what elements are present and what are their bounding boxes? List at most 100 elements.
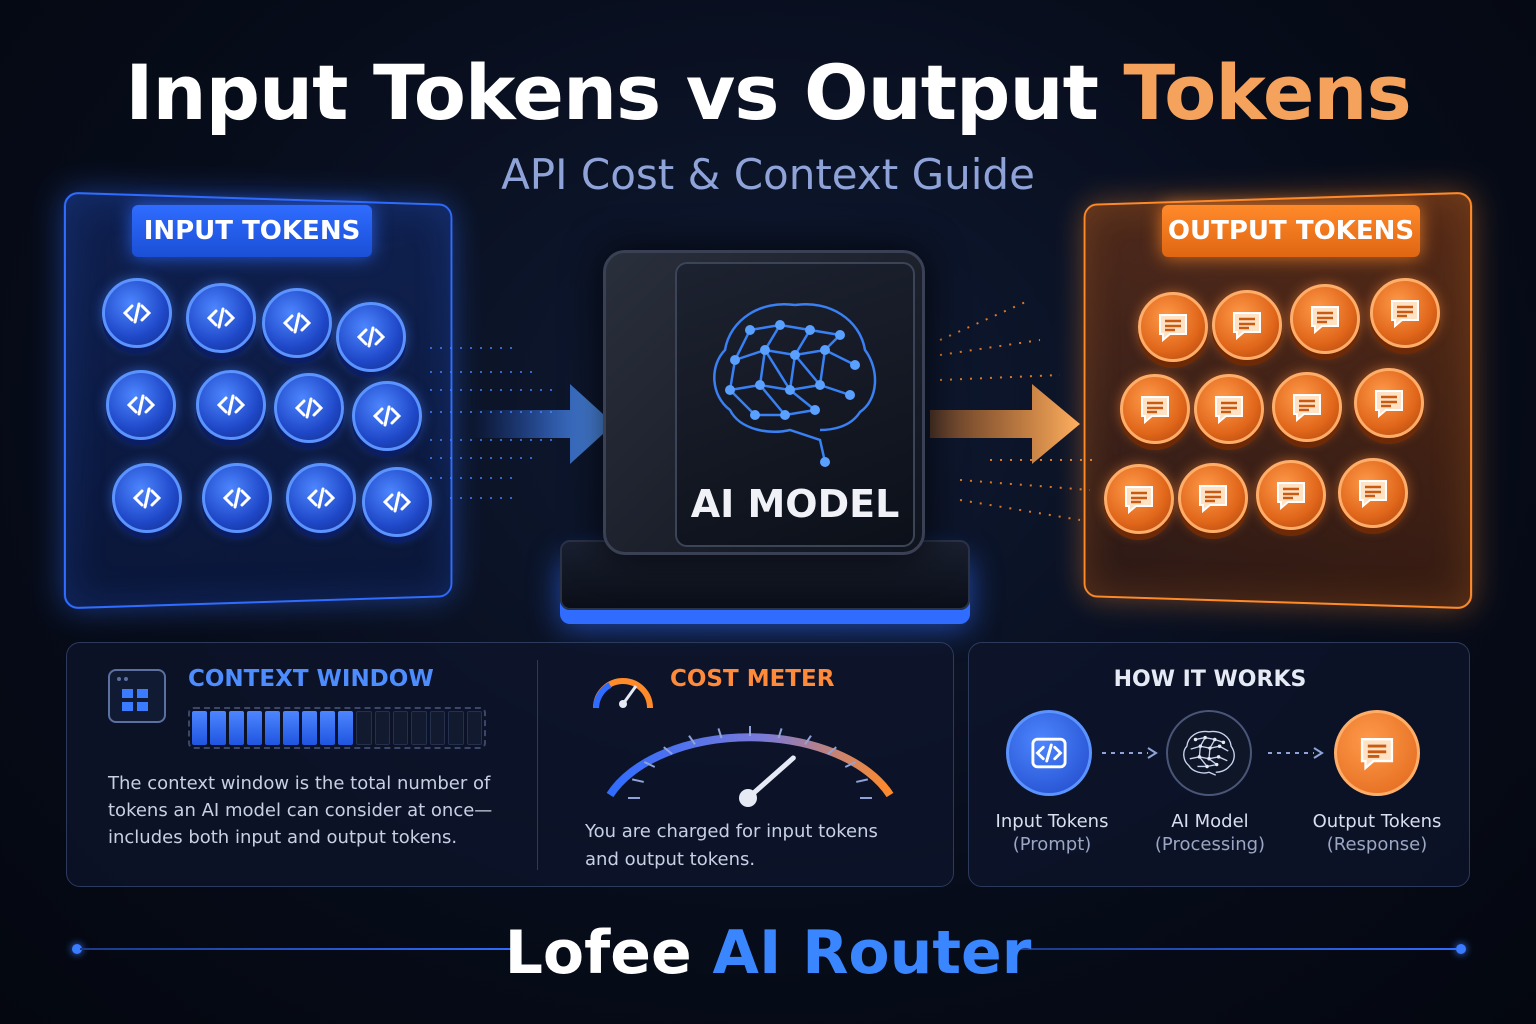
context-segment [283,711,299,745]
chat-bubble-icon [1375,390,1403,419]
gauge-hub [739,789,757,807]
brain-icon [1183,730,1235,776]
title-part-input-tokens: Input Tokens [125,48,661,137]
code-icon [294,397,324,419]
step-1-label: Input Tokens [995,811,1109,832]
code-icon [306,487,336,509]
input-token-coin [286,463,356,533]
code-icon [222,487,252,509]
gauge-tick [827,746,837,755]
title-part-vs: vs [685,48,780,137]
gauge-tick [717,728,723,739]
context-segment [374,711,391,745]
step-input-tokens-label: Input Tokens (Prompt) [967,810,1137,856]
step-ai-model-label: AI Model (Processing) [1125,810,1295,856]
flow-arrow-2 [1268,747,1324,759]
chat-bubble-icon [1233,312,1261,341]
context-window-bar [188,707,486,749]
context-segment [356,711,372,745]
flow-arrow-1 [1102,747,1158,759]
step-output-tokens-label: Output Tokens (Response) [1292,810,1462,856]
footer-dot-left [72,944,82,954]
output-arrow [930,384,1080,464]
chat-bubble-icon [1215,396,1243,425]
context-segment [411,711,427,745]
input-token-coin [336,302,406,372]
output-token-coin [1104,464,1174,534]
output-token-coin [1354,368,1424,438]
context-segment [301,711,317,745]
chat-bubble-icon [1277,482,1305,511]
title-part-tokens: Tokens [1123,48,1411,137]
input-token-coin [186,283,256,353]
chat-bubble-icon [1199,485,1227,514]
chat-bubble-icon [1391,300,1419,329]
brand-name: Lofee [504,918,692,988]
output-token-coin [1338,458,1408,528]
chat-bubble-icon [1125,486,1153,515]
context-segment [319,711,336,745]
input-streaks [430,347,560,499]
input-token-coin [202,463,272,533]
code-icon [216,394,246,416]
chat-bubble-icon [1360,738,1394,771]
gauge-tick [804,735,812,745]
code-icon [372,405,402,427]
code-icon [126,394,156,416]
output-token-coin [1290,284,1360,354]
chat-bubble-icon [1293,394,1321,423]
title-part-output: Output [804,48,1099,137]
input-token-coin [362,467,432,537]
subtitle: API Cost & Context Guide [501,150,1035,199]
gauge-tick [844,761,857,768]
chat-bubble-icon [1159,314,1187,343]
window-icon [108,669,166,723]
how-it-works-title: HOW IT WORKS [1113,667,1307,692]
gauge-tick [631,778,644,783]
context-segment [393,711,409,745]
output-streaks [939,299,1100,521]
code-icon [382,491,412,513]
context-segment [265,711,281,745]
input-token-coin [262,288,332,358]
output-tokens-tag: OUTPUT TOKENS [1162,205,1420,257]
footer-line-left [80,948,520,950]
step-2-sub: (Processing) [1154,834,1266,855]
ai-model-label: AI MODEL [690,482,900,526]
input-token-coin [274,373,344,443]
context-segment [228,711,244,745]
context-segment [466,711,482,745]
output-token-coin [1212,290,1282,360]
context-segment [448,711,464,745]
brain-network-icon [713,302,877,467]
input-token-coin [196,370,266,440]
step-3-sub: (Response) [1326,834,1428,855]
output-token-coin [1256,460,1326,530]
output-token-coin [1120,374,1190,444]
footer-line-right [1020,948,1456,950]
code-icon [122,302,152,324]
cost-meter-description: You are charged for input tokens and out… [585,821,878,870]
code-icon [282,312,312,334]
chat-bubble-icon [1141,396,1169,425]
gauge-tick [856,778,869,783]
card-divider [537,660,538,870]
context-segment [246,711,263,745]
chat-bubble-icon [1359,480,1387,509]
step-output-tokens-node [1334,710,1420,796]
context-window-title: CONTEXT WINDOW [188,666,434,692]
input-token-coin [102,278,172,348]
step-2-label: AI Model [1171,811,1249,832]
gauge-tick [777,728,783,739]
info-card-context-cost [66,642,954,887]
footer-brand: Lofee AI Router [0,918,1536,988]
input-tokens-tag: INPUT TOKENS [132,205,372,257]
input-token-coin [106,370,176,440]
output-token-coin [1370,278,1440,348]
code-icon [356,326,386,348]
chat-bubble-icon [1311,306,1339,335]
gauge-arc [606,733,894,798]
output-token-coin [1272,372,1342,442]
step-1-sub: (Prompt) [1012,834,1092,855]
